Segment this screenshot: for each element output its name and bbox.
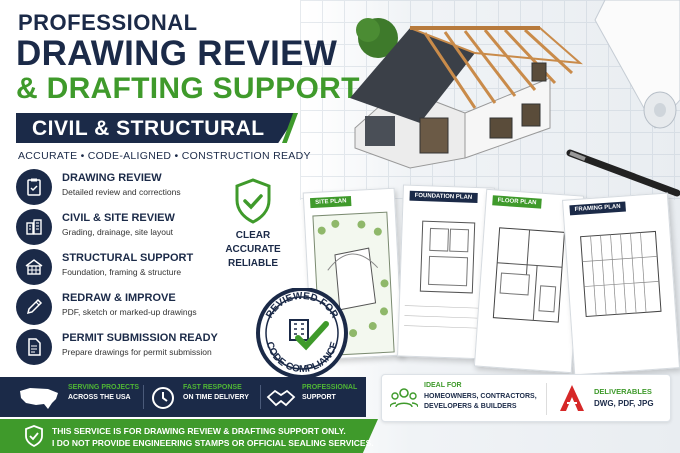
sheet-label: FLOOR PLAN xyxy=(492,195,542,209)
civil-band-text: CIVIL & STRUCTURAL xyxy=(32,117,265,140)
document-icon xyxy=(16,329,52,365)
bottom-bar: SERVING PROJECTS ACROSS THE USA FAST RES… xyxy=(0,377,366,417)
tagline: ACCURATE • CODE-ALIGNED • CONSTRUCTION R… xyxy=(18,150,311,162)
sheet-floor-plan: FLOOR PLAN xyxy=(473,188,585,374)
buildings-icon xyxy=(16,209,52,245)
bottom-item-white: ON TIME DELIVERY xyxy=(183,394,249,401)
deliverables-text: DWG, PDF, JPG xyxy=(594,399,654,408)
sheet-label: FRAMING PLAN xyxy=(569,201,626,216)
title-line-3: & DRAFTING SUPPORT xyxy=(16,72,360,105)
framing-plan-drawing xyxy=(580,230,662,318)
feature-desc: Prepare drawings for permit submission xyxy=(62,347,212,357)
clock-icon xyxy=(152,387,174,409)
bottom-item-green: SERVING PROJECTS xyxy=(68,384,140,391)
floor-plan-drawing xyxy=(492,227,566,323)
bottom-item-professional: PROFESSIONAL SUPPORT xyxy=(302,383,357,403)
deliverables-label: DELIVERABLES xyxy=(594,387,652,396)
sheet-label: FOUNDATION PLAN xyxy=(409,190,478,204)
sheet-label: SITE PLAN xyxy=(309,195,352,209)
badge-line: ACCURATE xyxy=(225,244,281,255)
feature-civil-site-review: CIVIL & SITE REVIEW Grading, drainage, s… xyxy=(16,209,306,247)
feature-permit-submission: PERMIT SUBMISSION READY Prepare drawings… xyxy=(16,329,306,367)
usa-map-icon xyxy=(20,388,58,409)
feature-title: STRUCTURAL SUPPORT xyxy=(62,252,194,264)
bottom-item-green: FAST RESPONSE xyxy=(183,384,242,391)
feature-desc: Grading, drainage, site layout xyxy=(62,227,174,237)
pencil-icon xyxy=(16,289,52,325)
feature-title: DRAWING REVIEW xyxy=(62,172,162,184)
shield-check-icon xyxy=(25,425,43,447)
code-compliance-seal: REVIEWED FOR CODE COMPLIANCE xyxy=(256,288,348,378)
bottom-item-white: SUPPORT xyxy=(302,394,336,401)
bottom-item-fast: FAST RESPONSE ON TIME DELIVERY xyxy=(183,383,249,403)
autocad-icon xyxy=(560,385,584,411)
badge-line: CLEAR xyxy=(235,230,271,241)
feature-title: REDRAW & IMPROVE xyxy=(62,292,176,304)
clipboard-check-icon xyxy=(16,169,52,205)
info-box: IDEAL FOR HOMEOWNERS, CONTRACTORS, DEVEL… xyxy=(381,374,671,422)
house-illustration xyxy=(350,18,583,169)
divider xyxy=(546,383,547,415)
badge-line: RELIABLE xyxy=(228,258,278,269)
feature-structural-support: STRUCTURAL SUPPORT Foundation, framing &… xyxy=(16,249,306,287)
divider xyxy=(143,385,144,409)
people-icon xyxy=(390,388,418,408)
ideal-for-label: IDEAL FOR xyxy=(424,382,462,389)
pen-icon xyxy=(566,149,680,197)
feature-desc: Foundation, framing & structure xyxy=(62,267,182,277)
civil-band xyxy=(16,113,298,143)
divider xyxy=(260,385,261,409)
ideal-for-text: DEVELOPERS & BUILDERS xyxy=(424,403,517,410)
foundation-plan-drawing xyxy=(404,220,485,329)
feature-drawing-review: DRAWING REVIEW Detailed review and corre… xyxy=(16,169,306,207)
feature-desc: PDF, sketch or marked-up drawings xyxy=(62,307,197,317)
feature-desc: Detailed review and corrections xyxy=(62,187,181,197)
sheet-foundation-plan: FOUNDATION PLAN xyxy=(397,184,495,360)
title-line-2: DRAWING REVIEW xyxy=(16,34,338,73)
shield-check-icon xyxy=(233,178,273,229)
notice-text: THIS SERVICE IS FOR DRAWING REVIEW & DRA… xyxy=(52,425,374,449)
notice-bar xyxy=(0,419,378,453)
badge-text: CLEAR ACCURATE RELIABLE xyxy=(218,229,288,271)
feature-redraw-improve: REDRAW & IMPROVE PDF, sketch or marked-u… xyxy=(16,289,306,327)
feature-title: PERMIT SUBMISSION READY xyxy=(62,332,218,344)
bottom-item-green: PROFESSIONAL xyxy=(302,384,358,391)
check-icon xyxy=(295,321,329,351)
house-frame-icon xyxy=(16,249,52,285)
title-line-1: PROFESSIONAL xyxy=(18,10,198,35)
sheet-framing-plan: FRAMING PLAN xyxy=(561,192,680,376)
bottom-item-white: ACROSS THE USA xyxy=(68,394,131,401)
blueprint-roll xyxy=(594,0,680,129)
bottom-item-serving: SERVING PROJECTS ACROSS THE USA xyxy=(68,383,139,403)
notice-line: THIS SERVICE IS FOR DRAWING REVIEW & DRA… xyxy=(52,426,346,436)
ideal-for-text: HOMEOWNERS, CONTRACTORS, xyxy=(424,393,537,400)
notice-line: I DO NOT PROVIDE ENGINEERING STAMPS OR O… xyxy=(52,438,374,448)
feature-title: CIVIL & SITE REVIEW xyxy=(62,212,175,224)
handshake-icon xyxy=(266,389,296,407)
